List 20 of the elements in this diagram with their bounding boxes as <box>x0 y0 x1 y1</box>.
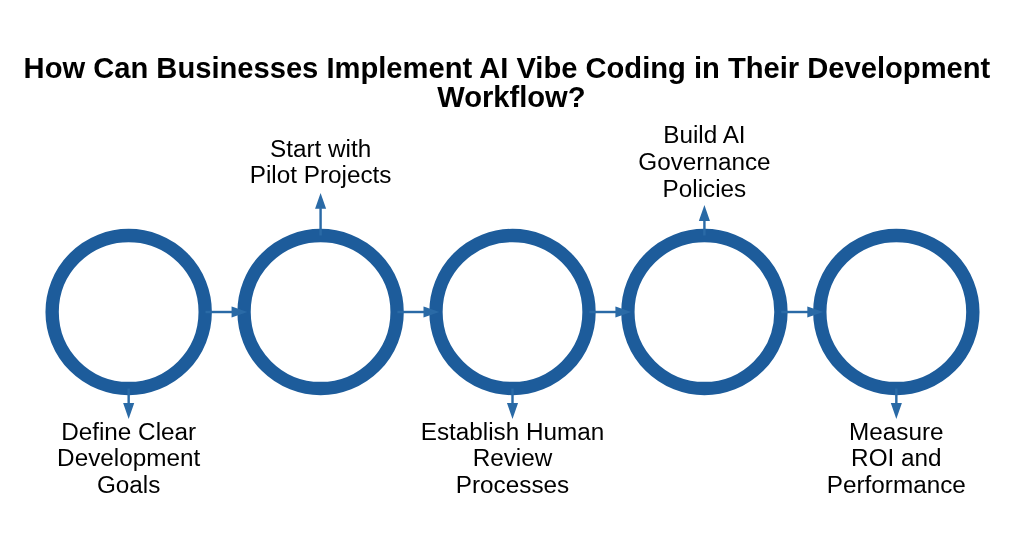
arrow <box>396 306 439 318</box>
node-circle <box>620 228 788 396</box>
node-circle <box>428 228 596 396</box>
arrow <box>890 388 902 419</box>
node-text: Establish Human Review Processes <box>420 417 604 498</box>
node-text: Measure ROI and Performance <box>826 417 966 498</box>
node-circle <box>44 228 212 396</box>
arrow <box>588 306 631 318</box>
arrow <box>122 388 134 419</box>
node-text: Start with Pilot Projects <box>249 134 391 189</box>
arrow <box>780 306 823 318</box>
node-text: Define Clear Development Goals <box>56 417 200 498</box>
arrow <box>314 192 326 236</box>
diagram-title: How Can Businesses Implement AI Vibe Coding in Their Development Workflow? <box>23 51 990 113</box>
node-circle <box>236 228 404 396</box>
node-circle <box>812 228 980 396</box>
arrow <box>205 306 247 318</box>
arrow <box>698 205 710 236</box>
arrow <box>506 388 518 419</box>
node-text: Build AI Governance Policies <box>637 121 771 202</box>
